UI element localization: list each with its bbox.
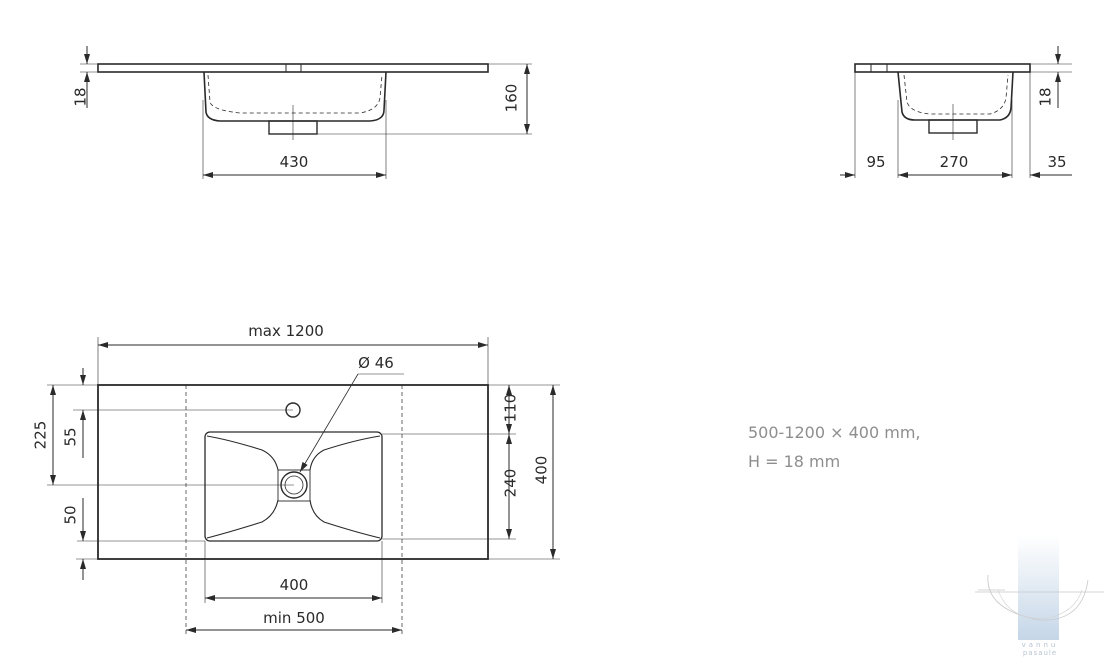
drain-from-back-label: 225 [32, 421, 50, 450]
side-view [80, 46, 532, 179]
basin-depth-label: 240 [502, 469, 520, 498]
logo-text-line1: vannu [1021, 641, 1059, 649]
basin-from-front-label: 50 [62, 505, 80, 524]
total-depth-label: 400 [533, 456, 551, 485]
brand-logo [975, 535, 1104, 640]
basin-outline [204, 431, 383, 542]
end-view [840, 46, 1072, 178]
spec-height: H = 18 mm [748, 452, 841, 471]
end-left-offset-label: 95 [866, 153, 885, 171]
basin-from-back-label: 110 [502, 394, 520, 423]
basin-profile-end [897, 71, 1014, 121]
top-view [47, 337, 560, 635]
spec-text: 500-1200 × 400 mm, H = 18 mm [748, 418, 921, 476]
basin-width-label: 400 [280, 576, 309, 594]
side-basin-width-label: 430 [280, 153, 309, 171]
side-height-label: 160 [503, 84, 521, 113]
logo-bar [1018, 535, 1059, 640]
logo-text: vannu pasaule [1018, 641, 1062, 657]
drain-diameter-label: Ø 46 [358, 354, 394, 372]
countertop-side [97, 63, 489, 73]
min-length-label: min 500 [263, 609, 325, 627]
end-basin-depth-label: 270 [940, 153, 969, 171]
countertop-end [854, 63, 1031, 73]
spec-dimensions: 500-1200 × 400 mm, [748, 423, 921, 442]
max-length-label: max 1200 [248, 322, 324, 340]
end-thickness-label: 18 [1037, 87, 1055, 106]
drain-plate [277, 469, 311, 502]
countertop-top [97, 384, 489, 560]
tap-hole-from-back-label: 55 [62, 427, 80, 446]
end-right-offset-label: 35 [1047, 153, 1066, 171]
logo-text-line2: pasaule [1022, 649, 1058, 657]
basin-profile [203, 71, 387, 122]
side-thickness-label: 18 [72, 87, 90, 106]
